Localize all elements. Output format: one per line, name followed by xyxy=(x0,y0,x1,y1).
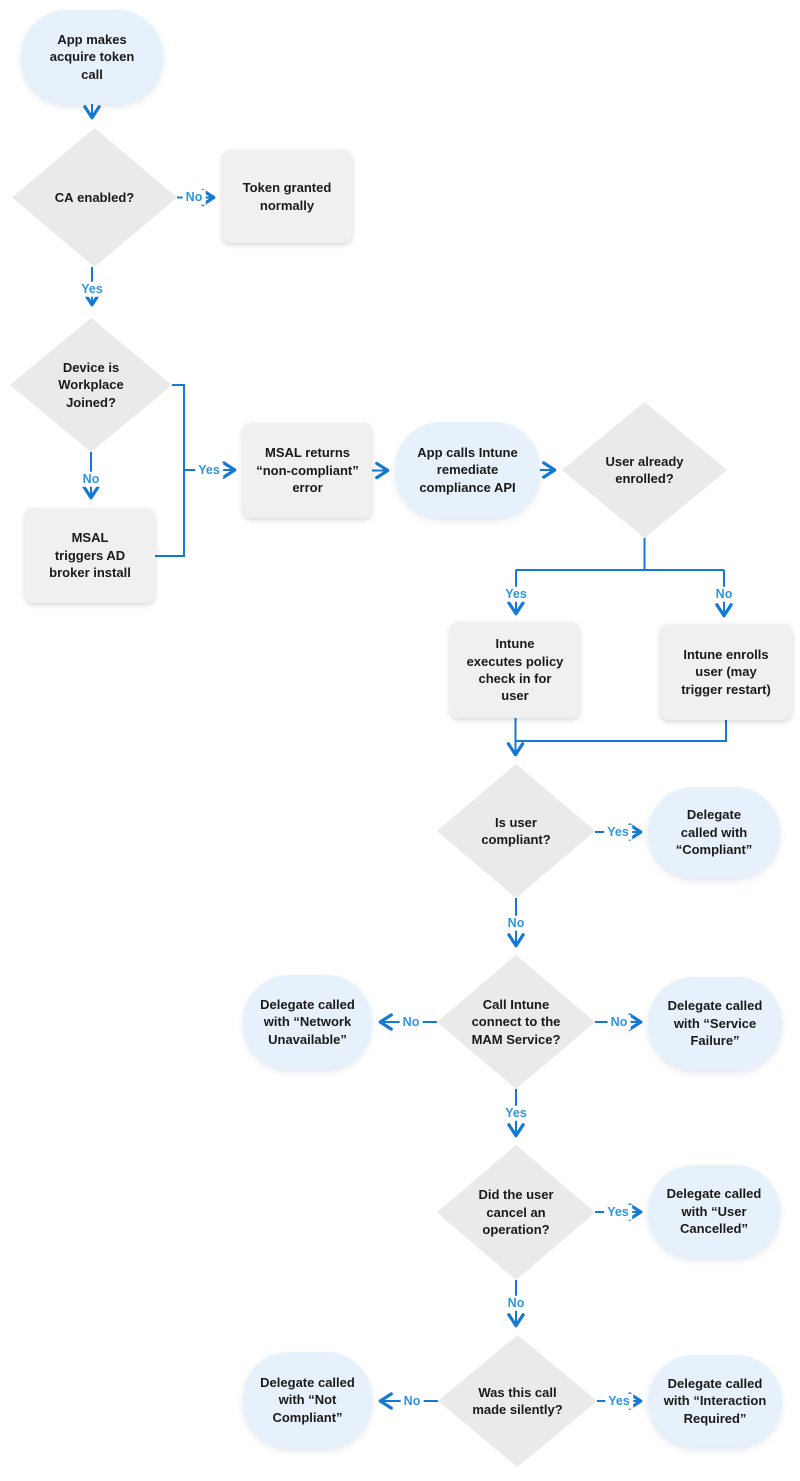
node-delegate-interaction-required: Delegate called with “Interaction Requir… xyxy=(648,1355,782,1447)
edge-label-workplace-no: No xyxy=(79,471,103,487)
edge-label-enrolled-yes: Yes xyxy=(502,586,530,602)
edge-enroll-merge xyxy=(516,720,727,742)
edge-label-cancel-no: No xyxy=(504,1295,528,1311)
edge-label-ca-yes: Yes xyxy=(78,281,106,297)
node-label: Delegate called with “Compliant” xyxy=(675,807,753,858)
node-broker-install: MSAL triggers AD broker install xyxy=(25,508,155,603)
edge-label-compliant-no: No xyxy=(504,915,528,931)
edge-enrolled-split xyxy=(516,538,724,571)
node-label: Delegate called with “User Cancelled” xyxy=(666,1186,762,1237)
node-intune-enrolls-user: Intune enrolls user (may trigger restart… xyxy=(660,624,792,720)
node-label: Device is Workplace Joined? xyxy=(58,359,124,410)
node-label: Delegate called with “Interaction Requir… xyxy=(663,1375,767,1426)
edge-label-silent-no: No xyxy=(400,1393,424,1409)
node-label: CA enabled? xyxy=(24,189,166,206)
edge-label-silent-yes: Yes xyxy=(605,1393,633,1409)
edge-label-compliant-yes: Yes xyxy=(604,824,632,840)
node-label: Is user compliant? xyxy=(481,814,551,847)
node-label: Delegate called with “Network Unavailabl… xyxy=(260,996,355,1047)
node-label: Delegate called with “Service Failure” xyxy=(667,998,763,1049)
node-policy-check-in: Intune executes policy check in for user xyxy=(450,622,580,718)
ca-acronym: CA xyxy=(54,189,74,205)
node-label: Intune executes policy check in for user xyxy=(466,636,564,704)
node-token-granted: Token granted normally xyxy=(222,150,352,243)
node-app-acquire-token: App makes acquire token call xyxy=(21,10,163,104)
edge-label-mam-no-left: No xyxy=(399,1014,423,1030)
node-msal-noncompliant-error: MSAL returns “non-compliant” error xyxy=(243,423,372,518)
node-remediate-compliance-api: App calls Intune remediate compliance AP… xyxy=(395,422,540,518)
node-label: Intune enrolls user (may trigger restart… xyxy=(681,646,771,697)
edge-label-mam-yes: Yes xyxy=(502,1105,530,1121)
node-label: Token granted normally xyxy=(242,180,332,213)
edge-junction-line xyxy=(155,384,185,557)
node-label: MSAL returns “non-compliant” error xyxy=(256,445,359,496)
ca-question: enabled? xyxy=(73,189,135,205)
node-label: MSAL triggers AD broker install xyxy=(49,530,131,581)
node-delegate-compliant: Delegate called with “Compliant” xyxy=(648,787,780,878)
node-label: Delegate called with “Not Compliant” xyxy=(260,1374,355,1425)
node-delegate-not-compliant: Delegate called with “Not Compliant” xyxy=(243,1352,372,1448)
node-delegate-network-unavailable: Delegate called with “Network Unavailabl… xyxy=(243,975,372,1069)
node-label: Did the user cancel an operation? xyxy=(478,1187,554,1238)
edge-label-enrolled-no: No xyxy=(712,586,736,602)
node-delegate-service-failure: Delegate called with “Service Failure” xyxy=(648,977,782,1070)
node-delegate-user-cancelled: Delegate called with “User Cancelled” xyxy=(648,1165,780,1258)
node-label: App makes acquire token call xyxy=(49,31,135,82)
edge-label-cancel-yes: Yes xyxy=(604,1204,632,1220)
edge-label-mam-no-right: No xyxy=(607,1014,631,1030)
edge-label-ca-no: No xyxy=(182,189,206,205)
node-label: Call Intune connect to the MAM Service? xyxy=(471,996,561,1047)
node-label: App calls Intune remediate compliance AP… xyxy=(417,444,518,495)
edge-label-workplace-yes: Yes xyxy=(195,462,223,478)
node-label: User already enrolled? xyxy=(605,453,684,486)
node-label: Was this call made silently? xyxy=(472,1384,563,1417)
